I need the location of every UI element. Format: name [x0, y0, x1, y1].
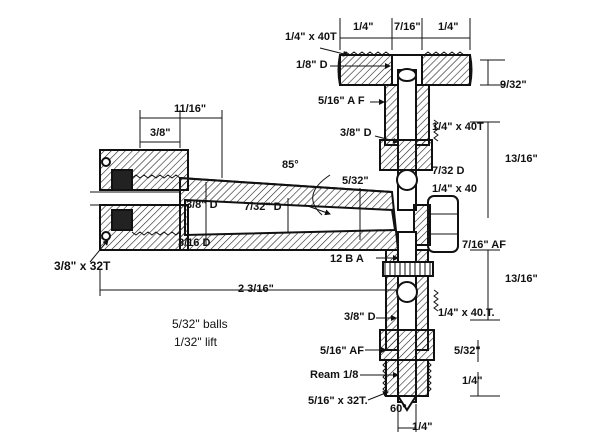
af-lower-label: 5/16" AF [320, 345, 364, 357]
side-dim-lower-label: 13/16" [505, 273, 538, 285]
thread-top-left-label: 1/4" x 40T [285, 31, 337, 43]
thread-12ba-label: 12 B A [330, 253, 364, 265]
bore-7-32-right-label: 7/32 D [432, 165, 465, 177]
dim-5-32-mid-label: 5/32" [342, 175, 369, 187]
lower-ball [396, 281, 418, 303]
top-dim-3-label: 1/4" [438, 21, 459, 33]
note-balls: 5/32" balls [172, 317, 228, 331]
top-dim-1-label: 1/4" [353, 21, 374, 33]
thread-lower-right-label: 1/4" x 40.T. [438, 307, 495, 319]
dimension-lines [89, 18, 505, 432]
dim-5-32-lower-label: 5/32" [454, 345, 481, 357]
right-hex-cap [413, 195, 459, 253]
lower-body [379, 231, 439, 412]
dim-1-4-bottom-label: 1/4" [412, 421, 433, 433]
upper-ball [396, 169, 418, 191]
dim-3-8-label: 3/8" [150, 127, 171, 139]
dim-11-16-label: 11/16" [174, 103, 207, 115]
bore-3-16-label: 3/16 D [178, 237, 211, 249]
bore-upper-label: 3/8" D [340, 127, 372, 139]
note-lift: 1/32" lift [174, 335, 217, 349]
af-right-label: 7/16" AF [462, 239, 506, 251]
bore-7-32-arm-label: 7/32" D [244, 201, 282, 213]
top-dim-2-label: 7/16" [394, 21, 421, 33]
bore-lower-label: 3/8" D [344, 311, 376, 323]
top-right-dim-label: 9/32" [500, 79, 527, 91]
angle-bottom-label: 60° [390, 403, 407, 415]
af-upper-label: 5/16" A F [318, 95, 365, 107]
angle-label: 85° [282, 159, 299, 171]
side-dim-upper-label: 13/16" [505, 153, 538, 165]
ream-label: Ream 1/8 [310, 369, 359, 381]
thread-left-label: 3/8" x 32T [54, 259, 111, 273]
thread-upper-right-label: 1/4" x 40T [432, 121, 484, 133]
top-bore-label: 1/8" D [296, 59, 328, 71]
bore-3-8-arm-label: 3/8" D [186, 199, 218, 211]
angled-arm [90, 149, 400, 251]
dim-1-4-lower-right-label: 1/4" [462, 375, 483, 387]
dim-length-label: 2 3/16" [238, 283, 274, 295]
thread-right-mid-label: 1/4" x 40 [432, 183, 477, 195]
thread-bottom-label: 5/16" x 32T. [308, 395, 368, 407]
